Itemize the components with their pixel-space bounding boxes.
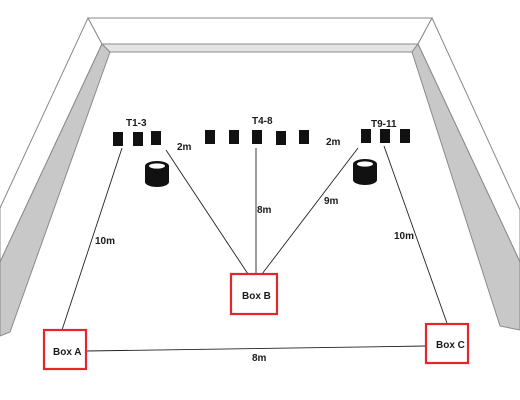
- target-icon: [252, 130, 262, 144]
- target-icon: [151, 131, 161, 145]
- distance-label-c-to-right: 10m: [394, 231, 414, 242]
- line-b-to-right: [261, 147, 359, 275]
- barrel-right: [353, 159, 377, 185]
- box-c-frame: [424, 322, 470, 365]
- right-wall-top: [417, 16, 520, 263]
- distance-label-a-to-left: 10m: [95, 236, 115, 247]
- line-a-to-left: [61, 147, 123, 331]
- barrel-left: [145, 161, 169, 187]
- target-icon: [113, 132, 123, 146]
- line-b-to-left: [165, 149, 249, 275]
- target-icon: [361, 129, 371, 143]
- barrel-rim: [149, 163, 165, 169]
- barrel-icon: [145, 166, 169, 187]
- line-a-to-c: [85, 345, 427, 352]
- target-icon: [133, 132, 143, 146]
- barrel-rim: [357, 161, 373, 167]
- target-icon: [299, 130, 309, 144]
- box-a-frame: [42, 328, 88, 371]
- target-icon: [205, 130, 215, 144]
- box-b-label: Box B: [242, 291, 271, 302]
- box-a: Box A: [42, 328, 88, 371]
- box-c-label: Box C: [436, 340, 465, 351]
- target-group-label-3: T9-11: [371, 119, 397, 130]
- back-wall-top: [87, 17, 433, 45]
- box-b-frame: [229, 272, 279, 316]
- box-c: Box C: [424, 322, 470, 365]
- box-b: Box B: [229, 272, 279, 316]
- distance-lines: [61, 145, 449, 352]
- target-icon: [229, 130, 239, 144]
- target-icon: [400, 129, 410, 143]
- barrel-icon: [353, 164, 377, 185]
- right-wall-face: [411, 43, 520, 331]
- targets: [113, 129, 410, 146]
- distance-label-right-to-b: 9m: [324, 196, 339, 207]
- range-walls: [0, 16, 520, 337]
- back-wall-face: [100, 43, 419, 53]
- box-a-label: Box A: [53, 347, 82, 358]
- target-group-label-1: T1-3: [126, 118, 147, 129]
- left-wall-top: [0, 16, 103, 263]
- distance-label-right-spacing: 2m: [326, 137, 341, 148]
- target-group-label-2: T4-8: [252, 116, 273, 127]
- target-icon: [380, 129, 390, 143]
- distance-label-a-to-c: 8m: [252, 353, 267, 364]
- target-icon: [276, 131, 286, 145]
- line-c-to-right: [383, 145, 449, 327]
- distance-label-left-spacing: 2m: [177, 142, 192, 153]
- distance-label-center-to-b: 8m: [257, 205, 272, 216]
